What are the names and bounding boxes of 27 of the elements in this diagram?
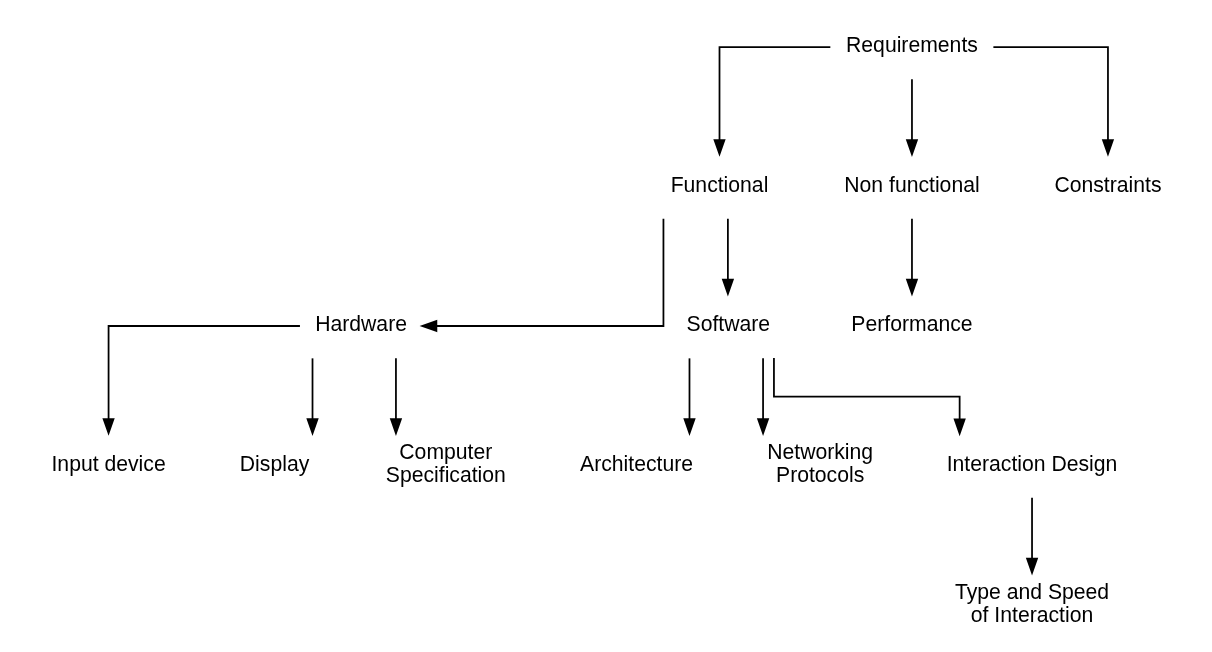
node-text: Software [686, 312, 770, 336]
node-text: Computer Specification [385, 440, 506, 487]
arrow [101, 325, 301, 436]
node-text: Constraints [1053, 172, 1161, 196]
node-text: Requirements [845, 33, 978, 57]
arrow [419, 217, 664, 333]
arrow [756, 357, 769, 436]
arrow [712, 46, 831, 157]
node-text: Architecture [579, 451, 693, 475]
node-text: Hardware [314, 312, 407, 336]
arrow [772, 357, 966, 437]
arrow [721, 217, 734, 297]
arrow [305, 357, 319, 436]
arrow [1025, 496, 1038, 576]
node-text: Type and Speed of Interaction [954, 579, 1109, 626]
node-text: Non functional [843, 172, 980, 196]
arrow [682, 357, 696, 436]
node-text: Display [239, 451, 309, 475]
node-text: Functional [670, 172, 768, 196]
arrow [905, 217, 918, 297]
node-text: Input device [50, 451, 166, 475]
arrow [992, 46, 1114, 157]
node-text: Networking Protocols [766, 440, 873, 487]
node-text: Performance [850, 312, 973, 336]
arrow [389, 357, 402, 436]
node-text: Interaction Design [946, 451, 1117, 475]
arrow [905, 78, 918, 157]
